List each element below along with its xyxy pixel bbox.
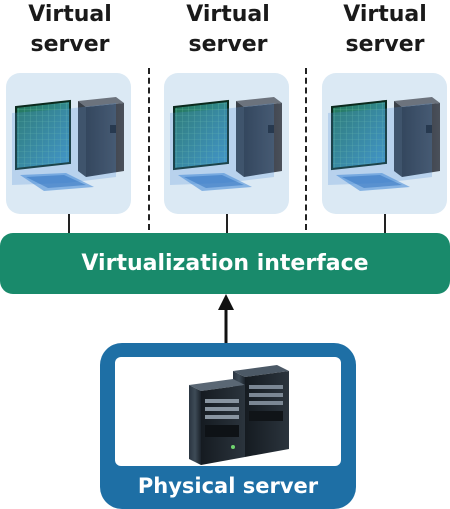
virtual-server-card-2: [164, 73, 289, 214]
physical-server-image-area: [115, 357, 341, 466]
physical-server-box: Physical server: [100, 343, 356, 509]
connector-3: [384, 214, 386, 234]
virtualization-interface-bar: Virtualization interface: [0, 233, 450, 294]
divider-1: [148, 68, 150, 230]
virtual-server-label-3: Virtual server: [343, 2, 427, 57]
physical-server-label: Physical server: [137, 474, 319, 498]
virtual-server-label-2: Virtual server: [186, 2, 270, 57]
computer-icon: [322, 73, 447, 214]
computer-icon: [6, 73, 131, 214]
up-arrow-icon: [218, 294, 234, 344]
connector-2: [226, 214, 228, 234]
virtual-server-card-1: [6, 73, 131, 214]
virtual-server-label-1: Virtual server: [28, 2, 112, 57]
computer-icon: [164, 73, 289, 214]
divider-2: [305, 68, 307, 230]
virtualization-interface-label: Virtualization interface: [81, 251, 369, 276]
connector-1: [68, 214, 70, 234]
server-towers-icon: [189, 365, 289, 465]
virtual-server-card-3: [322, 73, 447, 214]
